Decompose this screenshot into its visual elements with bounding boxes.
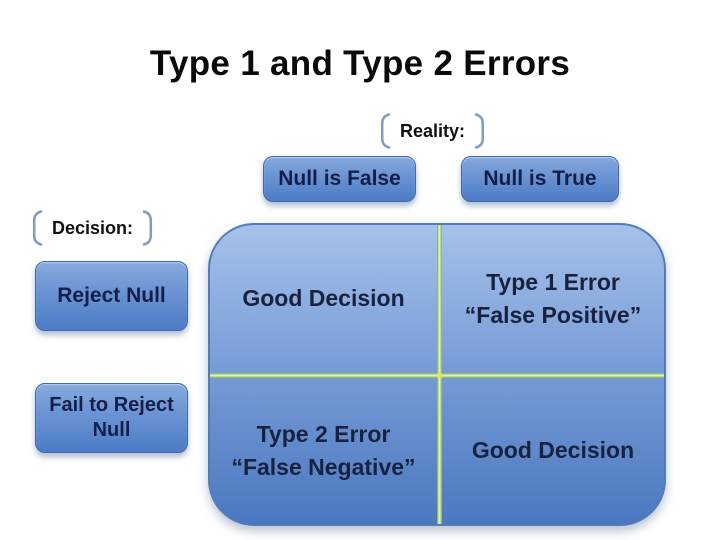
matrix-cell-reject-false: Good Decision: [210, 225, 437, 373]
node-label: Null is True: [483, 167, 597, 190]
cell-line: Good Decision: [242, 285, 405, 312]
right-bracket-icon: [474, 113, 485, 149]
decision-node-reject-null: Reject Null: [35, 261, 188, 331]
reality-node-null-is-false: Null is False: [263, 156, 416, 202]
reality-axis-text: Reality:: [400, 120, 466, 141]
decision-axis-label: Decision:: [31, 209, 154, 247]
right-bracket-icon: [142, 210, 153, 246]
left-bracket-icon: [32, 210, 43, 246]
matrix-cell-fail-false: Type 2 Error “False Negative”: [210, 378, 437, 524]
divider-intersection: [437, 373, 442, 378]
decision-node-fail-to-reject-null: Fail to Reject Null: [35, 383, 188, 453]
error-matrix: Good Decision Type 1 Error “False Positi…: [208, 223, 666, 526]
cell-line: Type 1 Error: [486, 268, 620, 295]
matrix-cell-reject-true: Type 1 Error “False Positive”: [442, 225, 664, 373]
cell-line: Good Decision: [471, 437, 635, 464]
cell-line: Type 2 Error: [256, 420, 391, 447]
decision-axis-text: Decision:: [52, 217, 134, 238]
node-label: Reject Null: [57, 284, 166, 307]
cell-line: “False Negative”: [231, 454, 416, 480]
matrix-cell-fail-true: Good Decision: [442, 378, 664, 524]
cell-line: “False Positive”: [464, 302, 642, 328]
node-label: Fail to Reject Null: [49, 394, 174, 441]
page-title: Type 1 and Type 2 Errors: [149, 44, 571, 83]
left-bracket-icon: [380, 113, 391, 149]
reality-axis-label: Reality:: [379, 112, 486, 150]
reality-node-null-is-true: Null is True: [461, 156, 619, 202]
node-label: Null is False: [278, 167, 401, 190]
